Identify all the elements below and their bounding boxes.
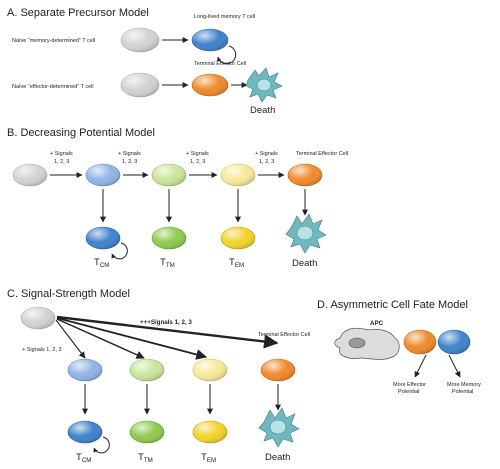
panel-a: A. Separate Precursor Model Naïve “memor… — [7, 7, 283, 116]
memory-t-cell-icon — [437, 329, 471, 355]
effector-t-cell-icon — [260, 358, 296, 382]
signals-label: + Signals — [186, 151, 209, 157]
late-activated-cell — [192, 358, 228, 382]
naive-memory-label: Naïve “memory-determined” T cell — [12, 38, 95, 44]
transitional-memory-cell-icon — [129, 420, 165, 444]
tem-label: TEM — [201, 452, 216, 464]
effector-t-cell-icon — [191, 73, 229, 97]
panel-d-title: D. Asymmetric Cell Fate Model — [317, 299, 468, 311]
panel-b: B. Decreasing Potential Model + Signals … — [7, 127, 348, 269]
effector-memory-cell-icon — [192, 420, 228, 444]
signals-label: + Signals — [50, 151, 73, 157]
effector-potential-label: More Effector — [393, 382, 426, 388]
effector-t-cell-icon — [403, 329, 437, 355]
memory-label: Long-lived memory T cell — [194, 14, 255, 20]
effector-potential-label: Potential — [398, 389, 419, 395]
naive-t-cell-icon — [20, 306, 56, 330]
signals-numbers: 1, 2, 3 — [259, 159, 274, 165]
memory-potential-label: Potential — [452, 389, 473, 395]
tem-label: TEM — [229, 257, 244, 269]
memory-t-cell-icon — [191, 28, 229, 52]
mid-activated-cell — [129, 358, 165, 382]
ttm-label: TTM — [138, 452, 153, 464]
panel-c: C. Signal-Strength Model + Signals 1, 2,… — [7, 288, 310, 464]
effector-label: Terminal Effector Cell — [194, 61, 246, 67]
self-renewal-arrow-icon — [93, 436, 110, 454]
arrow — [56, 315, 279, 349]
memory-potential-label: More Memory — [447, 382, 481, 388]
signals-numbers: 1, 2, 3 — [122, 159, 137, 165]
panel-d: D. Asymmetric Cell Fate Model APC More E… — [317, 299, 481, 395]
death-label: Death — [250, 105, 275, 116]
dying-cell-icon — [245, 67, 283, 103]
tcm-label: TCM — [94, 257, 109, 269]
effector-label: Terminal Effector Cell — [258, 332, 310, 338]
arrow — [56, 318, 145, 359]
effector-memory-cell-icon — [220, 226, 256, 250]
dying-cell-icon — [285, 213, 327, 254]
mid-activated-cell — [151, 163, 187, 187]
signals-numbers: 1, 2, 3 — [54, 159, 69, 165]
late-activated-cell — [220, 163, 256, 187]
arrow — [448, 354, 461, 378]
arrow — [414, 354, 427, 378]
panel-c-title: C. Signal-Strength Model — [7, 288, 130, 300]
apc-cell-icon — [334, 327, 400, 360]
arrow — [56, 317, 208, 360]
panel-b-title: B. Decreasing Potential Model — [7, 127, 155, 139]
death-label: Death — [265, 452, 290, 463]
strong-signals-label: +++Signals 1, 2, 3 — [140, 319, 192, 326]
naive-effector-determined-cell — [120, 72, 160, 98]
panel-a-title: A. Separate Precursor Model — [7, 7, 149, 19]
self-renewal-arrow-icon — [216, 45, 237, 65]
naive-memory-determined-cell — [120, 27, 160, 53]
transitional-memory-cell-icon — [151, 226, 187, 250]
naive-t-cell-icon — [12, 163, 48, 187]
early-activated-cell — [67, 358, 103, 382]
arrow — [55, 319, 86, 359]
central-memory-cell-icon — [85, 226, 121, 250]
central-memory-cell-icon — [67, 420, 103, 444]
signals-label: + Signals — [255, 151, 278, 157]
tcm-label: TCM — [76, 452, 91, 464]
death-label: Death — [292, 258, 317, 269]
effector-label: Terminal Effector Cell — [296, 151, 348, 157]
signals-numbers: 1, 2, 3 — [190, 159, 205, 165]
signals-label: + Signals 1, 2, 3 — [22, 347, 62, 353]
apc-label: APC — [370, 320, 384, 327]
effector-t-cell-icon — [287, 163, 323, 187]
ttm-label: TTM — [160, 257, 175, 269]
early-activated-cell — [85, 163, 121, 187]
self-renewal-arrow-icon — [111, 242, 128, 260]
naive-effector-label: Naïve “effector-determined” T cell — [12, 84, 94, 90]
signals-label: + Signals — [118, 151, 141, 157]
dying-cell-icon — [258, 407, 300, 448]
